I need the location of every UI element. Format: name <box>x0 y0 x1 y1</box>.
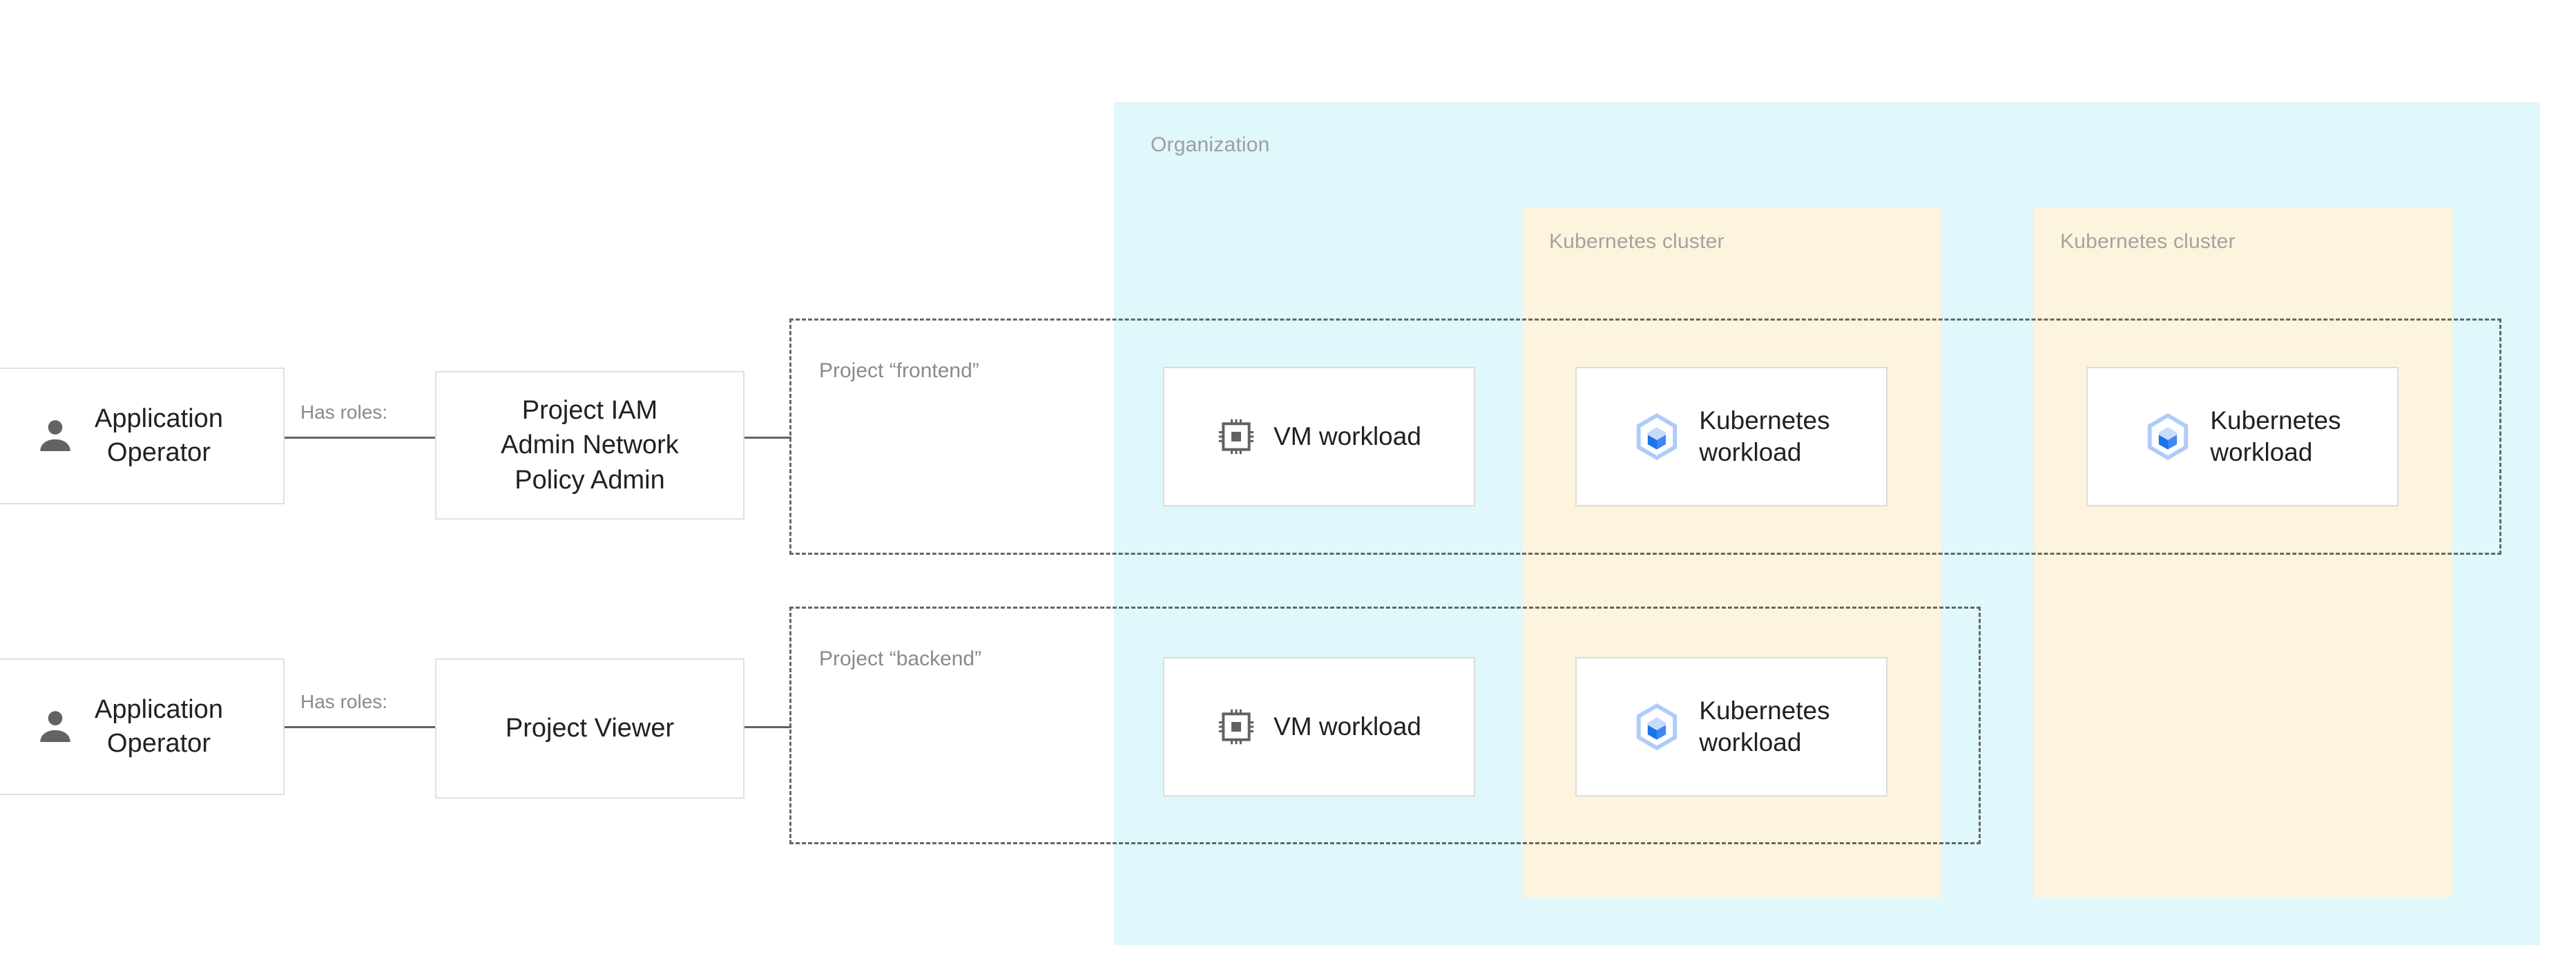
role-label-row1: Project IAM Admin Network Policy Admin <box>501 395 679 495</box>
role-box-row1[interactable]: Project IAM Admin Network Policy Admin <box>435 371 744 520</box>
kubernetes-workload-card-frontend-cluster2[interactable]: Kubernetes workload <box>2086 367 2399 506</box>
role-box-row2[interactable]: Project Viewer <box>435 658 744 799</box>
vm-workload-card-frontend[interactable]: VM workload <box>1163 367 1475 506</box>
role-label-row2: Project Viewer <box>505 714 675 743</box>
user-box-row1[interactable]: Application Operator <box>0 368 285 504</box>
kubernetes-workload-card-backend-cluster1[interactable]: Kubernetes workload <box>1575 657 1887 797</box>
person-icon <box>34 705 77 748</box>
kubernetes-workload-label-frontend-cluster1: Kubernetes workload <box>1699 406 1830 466</box>
project-backend-container <box>789 607 1981 844</box>
project-backend-label: Project “backend” <box>819 647 982 670</box>
user-label-row1: Application Operator <box>95 404 223 467</box>
kubernetes-hexagon-icon <box>2144 412 2192 461</box>
kubernetes-cluster-2-label: Kubernetes cluster <box>2060 230 2236 253</box>
vm-workload-label-frontend: VM workload <box>1273 421 1421 450</box>
kubernetes-workload-label-backend-cluster1: Kubernetes workload <box>1699 696 1830 757</box>
kubernetes-workload-card-frontend-cluster1[interactable]: Kubernetes workload <box>1575 367 1887 506</box>
organization-label: Organization <box>1151 133 1270 156</box>
project-frontend-label: Project “frontend” <box>819 359 979 382</box>
connector-user-to-role-row2 <box>283 726 436 728</box>
vm-workload-label-backend: VM workload <box>1273 712 1421 741</box>
kubernetes-hexagon-icon <box>1633 703 1681 751</box>
connector-user-to-role-row1 <box>283 437 436 439</box>
kubernetes-workload-label-frontend-cluster2: Kubernetes workload <box>2210 406 2341 466</box>
kubernetes-hexagon-icon <box>1633 412 1681 461</box>
cpu-chip-icon <box>1217 707 1256 746</box>
connector-label-row1: Has roles: <box>300 401 388 423</box>
kubernetes-cluster-1-label: Kubernetes cluster <box>1549 230 1724 253</box>
user-box-row2[interactable]: Application Operator <box>0 658 285 795</box>
vm-workload-card-backend[interactable]: VM workload <box>1163 657 1475 797</box>
cpu-chip-icon <box>1217 417 1256 456</box>
connector-role-to-project-row1 <box>743 437 791 439</box>
user-label-row2: Application Operator <box>95 695 223 758</box>
connector-role-to-project-row2 <box>743 726 791 728</box>
person-icon <box>34 415 77 457</box>
connector-label-row2: Has roles: <box>300 691 388 712</box>
